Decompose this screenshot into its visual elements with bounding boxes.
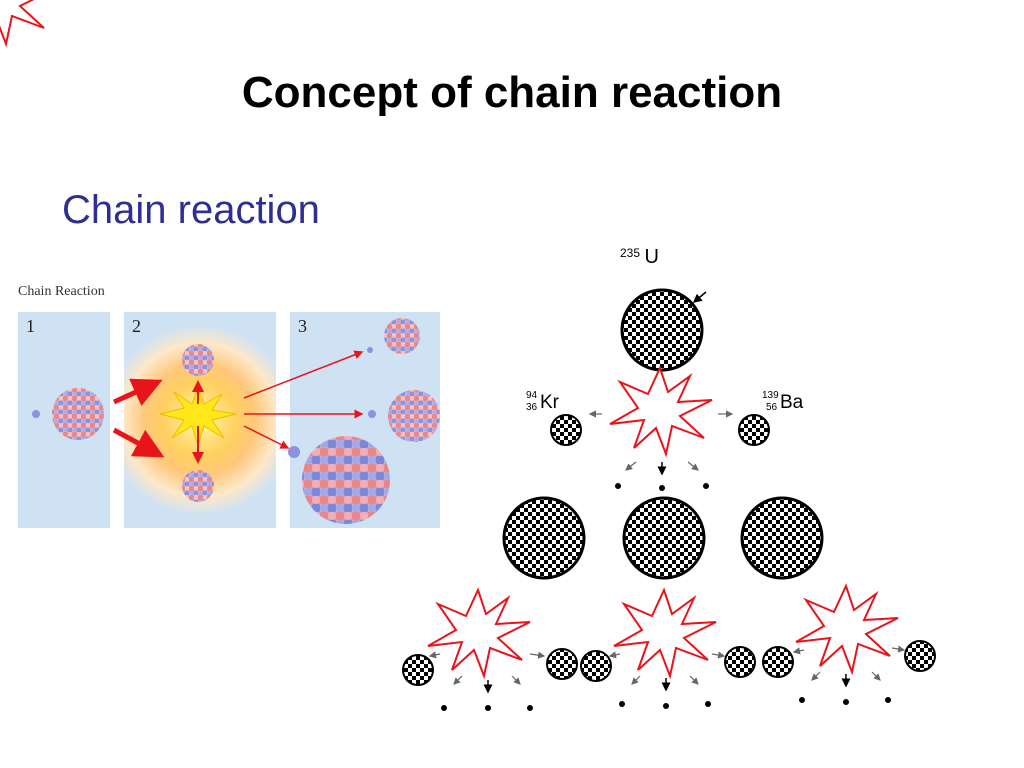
neutron-arrow <box>689 675 699 685</box>
neutron-arrow <box>243 350 364 399</box>
panel-3-number: 3 <box>298 316 307 336</box>
uranium-nucleus <box>502 496 586 580</box>
uranium-nucleus <box>384 318 420 354</box>
fragment-arrow <box>891 645 906 653</box>
slide-subtitle: Chain reaction <box>62 188 320 232</box>
barium-label: 139 56 Ba <box>762 390 818 416</box>
slide-title: Concept of chain reaction <box>241 68 783 117</box>
barium-nucleus <box>738 414 770 446</box>
fragment-nucleus <box>182 344 214 376</box>
uranium-nucleus <box>620 288 704 372</box>
neutron-dot <box>663 703 669 709</box>
explosion-center <box>613 589 717 677</box>
fragment-arrow <box>608 651 621 659</box>
barium-nucleus <box>546 648 578 680</box>
krypton-nucleus <box>762 646 794 678</box>
neutron-dot <box>619 701 625 707</box>
figure-caption: Chain Reaction <box>18 284 105 299</box>
krypton-atomic: 36 <box>526 402 538 413</box>
panel-1-number: 1 <box>26 316 35 336</box>
neutron-arrow <box>625 461 637 471</box>
neutron-dot <box>485 705 491 711</box>
neutron-arrow <box>243 425 290 449</box>
uranium-nucleus <box>740 496 824 580</box>
barium-nucleus <box>904 640 936 672</box>
uranium-nucleus <box>302 436 390 524</box>
incoming-arrow <box>112 427 165 458</box>
neutron-arrow <box>511 675 521 685</box>
neutron-ball <box>288 446 300 458</box>
neutron-ball <box>32 410 40 418</box>
neutron-ball <box>367 347 373 353</box>
barium-atomic: 56 <box>766 402 778 413</box>
neutron-ball <box>368 410 376 418</box>
explosion-right <box>795 585 899 673</box>
neutron-dot <box>885 697 891 703</box>
uranium-nucleus <box>388 390 440 442</box>
krypton-mass: 94 <box>526 390 538 401</box>
krypton-nucleus <box>550 414 582 446</box>
neutron-dot <box>843 699 849 705</box>
uranium-mass: 235 <box>620 246 641 260</box>
neutron-dot <box>615 483 621 489</box>
krypton-symbol: Kr <box>540 392 559 413</box>
neutron-dot <box>441 705 447 711</box>
krypton-nucleus <box>580 650 612 682</box>
neutron-dot <box>527 705 533 711</box>
krypton-label: 94 36 Kr <box>526 390 576 416</box>
fragment-nucleus <box>182 470 214 502</box>
neutron-arrow <box>687 461 699 471</box>
fragment-arrow <box>529 651 546 659</box>
panel-2-number: 2 <box>132 316 141 336</box>
incoming-arrow <box>112 378 163 407</box>
barium-symbol: Ba <box>780 392 804 413</box>
fragment-arrow <box>792 647 805 655</box>
neutron-arrow <box>453 675 463 685</box>
explosion-left <box>427 589 531 677</box>
barium-mass: 139 <box>762 390 779 401</box>
fragment-arrow <box>711 651 726 659</box>
uranium-nucleus <box>52 388 104 440</box>
neutron-arrow <box>692 291 707 303</box>
fission-explosion <box>0 0 45 48</box>
uranium-label: 235 U <box>620 246 659 269</box>
neutron-arrow <box>871 671 881 681</box>
uranium-symbol: U <box>644 246 659 268</box>
neutron-arrow <box>811 671 821 681</box>
krypton-nucleus <box>402 654 434 686</box>
neutron-dot <box>703 483 709 489</box>
uranium-nucleus <box>622 496 706 580</box>
explosion-top <box>609 367 713 455</box>
neutron-dot <box>659 485 665 491</box>
barium-nucleus <box>724 646 756 678</box>
neutron-dot <box>799 697 805 703</box>
fragment-arrow <box>428 651 441 659</box>
neutron-dot <box>705 701 711 707</box>
neutron-arrow <box>631 675 641 685</box>
